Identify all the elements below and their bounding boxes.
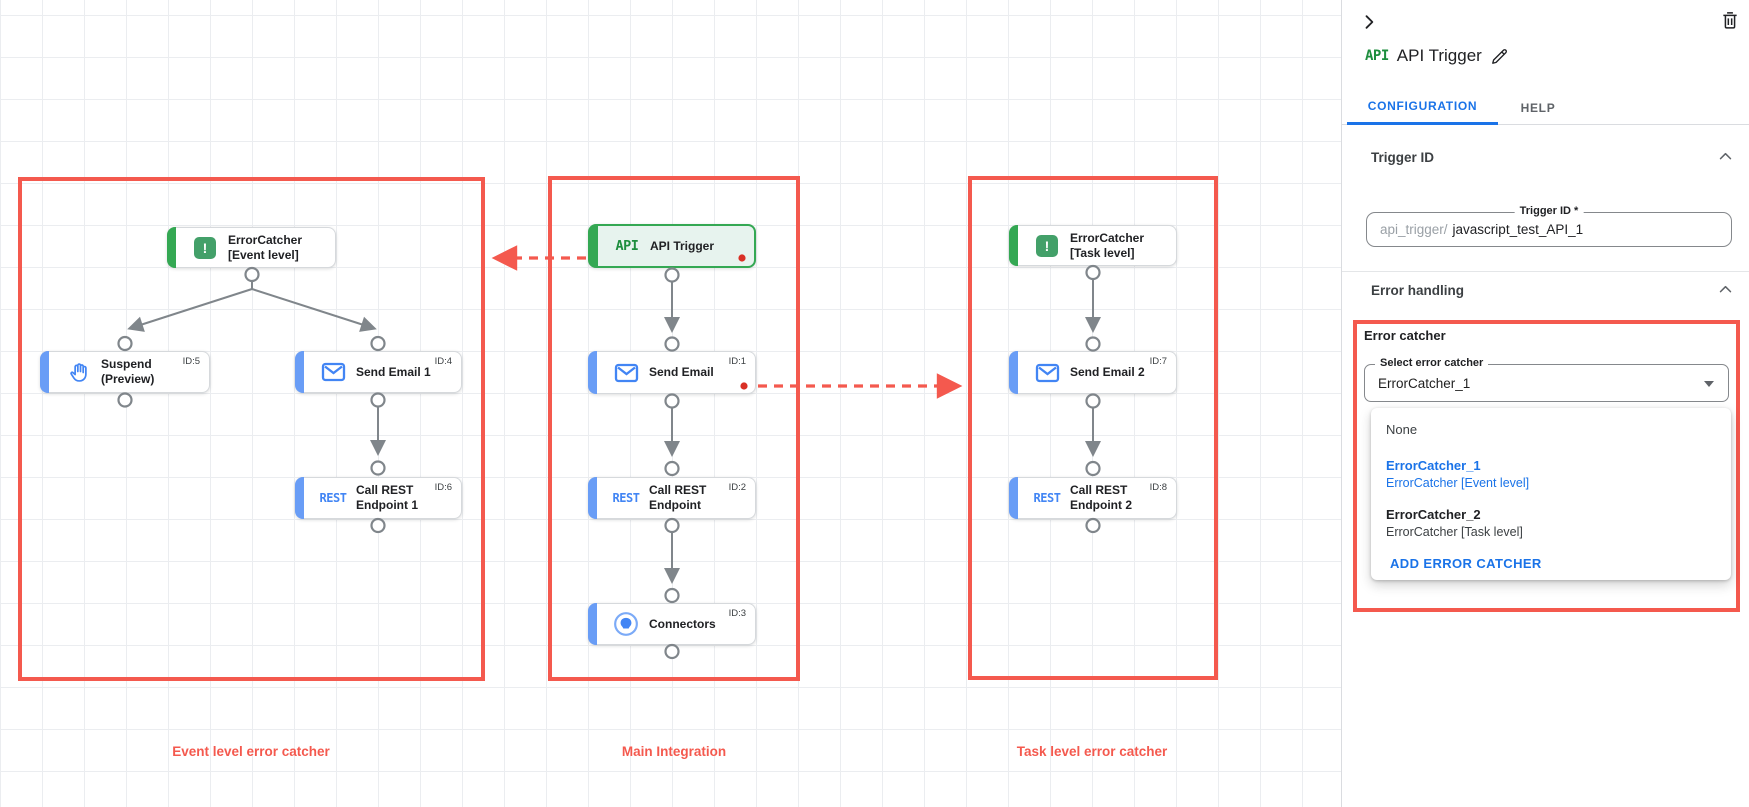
error-catcher-icon: !	[188, 236, 222, 259]
tab-help[interactable]: HELP	[1520, 100, 1556, 115]
node-id-badge: ID:4	[434, 356, 452, 367]
connector-icon	[609, 611, 643, 637]
node-accent	[295, 477, 304, 519]
node-accent	[588, 603, 597, 645]
rest-icon: REST	[319, 491, 347, 505]
panel-title: API Trigger	[1396, 46, 1482, 65]
node-accent	[295, 351, 304, 393]
node-suspend[interactable]: Suspend(Preview) ID:5	[40, 351, 210, 393]
section-header-trigger-id: Trigger ID	[1371, 150, 1435, 165]
email-icon	[1030, 363, 1064, 383]
node-accent	[1009, 477, 1018, 519]
trigger-id-field-label: Trigger ID *	[1514, 205, 1584, 217]
collapse-trigger-id-icon[interactable]	[1717, 148, 1734, 165]
section-divider	[1342, 271, 1749, 272]
group-label-task-level: Task level error catcher	[1016, 744, 1168, 759]
email-icon	[609, 363, 643, 383]
email-icon	[316, 362, 350, 382]
select-error-catcher[interactable]: Select error catcher ErrorCatcher_1	[1364, 357, 1729, 402]
node-accent	[40, 351, 49, 393]
select-error-catcher-value: ErrorCatcher_1	[1378, 375, 1471, 391]
collapse-panel-button[interactable]	[1359, 12, 1379, 32]
node-accent	[167, 227, 176, 268]
hand-icon	[61, 361, 95, 384]
error-catcher-icon: !	[1030, 234, 1064, 257]
config-panel: API API Trigger CONFIGURATION HELP Trigg…	[1341, 0, 1749, 807]
error-catcher-dropdown: None ErrorCatcher_1 ErrorCatcher [Event …	[1371, 408, 1731, 580]
node-connectors[interactable]: Connectors ID:3	[588, 603, 756, 645]
node-id-badge: ID:2	[728, 482, 746, 493]
node-accent	[589, 225, 598, 267]
trigger-id-prefix: api_trigger/	[1380, 222, 1448, 237]
error-catcher-annotation-box	[1353, 320, 1740, 612]
error-catcher-label: Error catcher	[1364, 328, 1446, 343]
rest-icon: REST	[612, 491, 640, 505]
group-event-level-error-catcher	[18, 177, 485, 681]
node-send-email-2[interactable]: Send Email 2 ID:7	[1009, 351, 1177, 394]
node-accent	[588, 477, 597, 519]
node-accent	[1009, 351, 1018, 394]
dropdown-option-errorcatcher-2-subtitle[interactable]: ErrorCatcher [Task level]	[1386, 525, 1523, 539]
node-id-badge: ID:3	[728, 608, 746, 619]
node-send-email-1[interactable]: Send Email 1 ID:4	[295, 351, 462, 393]
node-accent	[588, 351, 597, 394]
panel-tabs: CONFIGURATION HELP	[1342, 90, 1749, 125]
dropdown-option-none[interactable]: None	[1386, 422, 1418, 437]
add-error-catcher-button[interactable]: ADD ERROR CATCHER	[1390, 556, 1542, 571]
tab-configuration[interactable]: CONFIGURATION	[1347, 90, 1498, 125]
integration-canvas[interactable]: Event level error catcher Main Integrati…	[0, 0, 1341, 807]
node-id-badge: ID:6	[434, 482, 452, 493]
group-main-integration	[548, 176, 800, 681]
node-accent	[1009, 225, 1018, 266]
trigger-id-value[interactable]: javascript_test_API_1	[1452, 222, 1584, 237]
node-api-trigger[interactable]: API API Trigger	[588, 224, 756, 268]
node-errorcatcher-event-level[interactable]: ! ErrorCatcher[Event level]	[167, 227, 336, 268]
dropdown-arrow-icon	[1704, 381, 1714, 387]
group-label-event-level: Event level error catcher	[172, 744, 330, 759]
edit-title-icon[interactable]	[1490, 47, 1509, 66]
trigger-id-field[interactable]: Trigger ID * api_trigger/ javascript_tes…	[1366, 205, 1732, 247]
node-id-badge: ID:5	[182, 356, 200, 367]
select-error-catcher-label: Select error catcher	[1375, 357, 1489, 369]
node-id-badge: ID:7	[1149, 356, 1167, 367]
node-send-email[interactable]: Send Email ID:1	[588, 351, 756, 394]
section-header-error-handling: Error handling	[1371, 283, 1465, 298]
node-id-badge: ID:1	[728, 356, 746, 367]
dropdown-option-errorcatcher-1[interactable]: ErrorCatcher_1	[1386, 458, 1481, 473]
dropdown-option-errorcatcher-2[interactable]: ErrorCatcher_2	[1386, 507, 1481, 522]
dropdown-option-errorcatcher-1-subtitle[interactable]: ErrorCatcher [Event level]	[1386, 476, 1530, 490]
delete-trigger-button[interactable]	[1720, 10, 1740, 30]
api-trigger-logo: API	[1365, 48, 1389, 64]
node-errorcatcher-task-level[interactable]: ! ErrorCatcher[Task level]	[1009, 225, 1177, 266]
rest-icon: REST	[1033, 491, 1061, 505]
api-icon: API	[615, 238, 639, 254]
group-task-level-error-catcher	[968, 176, 1218, 680]
node-id-badge: ID:8	[1149, 482, 1167, 493]
collapse-error-handling-icon[interactable]	[1717, 281, 1734, 298]
group-label-main-integration: Main Integration	[621, 744, 727, 759]
